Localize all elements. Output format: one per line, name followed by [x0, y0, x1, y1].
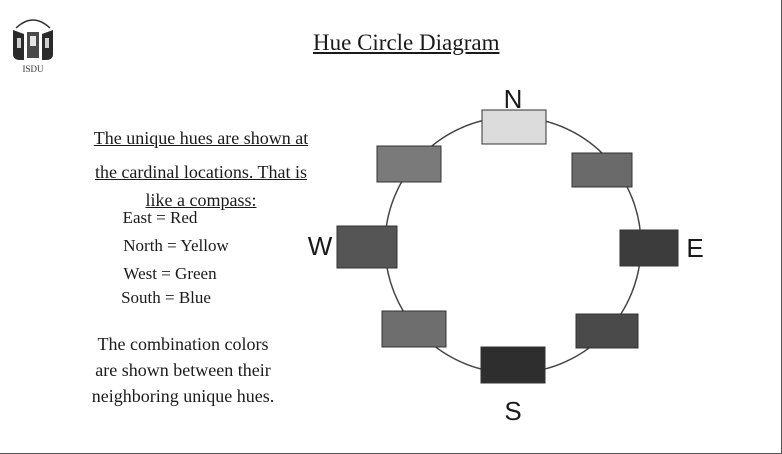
- mapping-west: West = Green: [123, 264, 217, 283]
- swatch-sw: [381, 310, 447, 348]
- note-line-2: are shown between their: [95, 360, 271, 380]
- label-west: W: [308, 231, 333, 261]
- swatch-n: [481, 109, 547, 145]
- mapping-south: South = Blue: [121, 288, 211, 307]
- note-line-3: neighboring unique hues.: [91, 386, 275, 406]
- university-logo: ISDU: [13, 19, 53, 74]
- note-line-1: The combination colors: [97, 334, 269, 354]
- mapping-east: East = Red: [122, 208, 198, 227]
- swatch-w: [336, 225, 398, 269]
- slide-title: Hue Circle Diagram: [313, 30, 500, 55]
- label-south: S: [504, 396, 521, 426]
- swatch-e: [619, 229, 679, 267]
- intro-line-3: like a compass:: [145, 190, 257, 210]
- label-east: E: [686, 233, 703, 263]
- swatch-se: [575, 313, 639, 349]
- swatch-ne: [571, 152, 633, 188]
- intro-line-2: the cardinal locations. That is: [94, 162, 308, 182]
- swatch-nw: [376, 145, 442, 183]
- intro-line-1: The unique hues are shown at: [93, 128, 309, 148]
- logo-text: ISDU: [22, 64, 44, 74]
- mapping-north: North = Yellow: [123, 236, 229, 255]
- label-north: N: [504, 84, 523, 114]
- swatch-s: [480, 346, 546, 384]
